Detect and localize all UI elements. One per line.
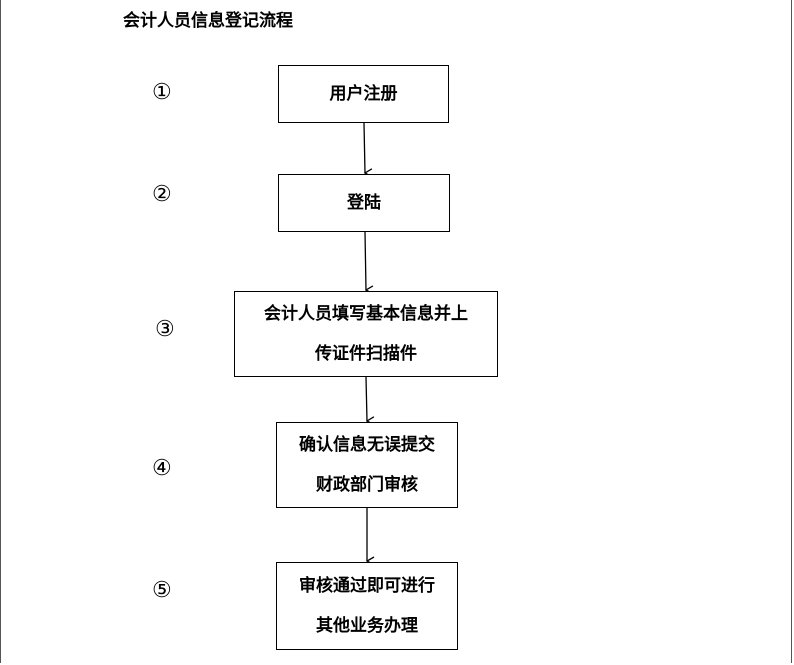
- step-3-line-1: 会计人员填写基本信息并上: [264, 304, 468, 324]
- step-number-1: ①: [152, 80, 172, 105]
- arrow-1-to-2: [363, 122, 365, 173]
- arrow-2-to-3: [364, 231, 366, 290]
- step-5-line-2: 其他业务办理: [316, 616, 418, 636]
- diagram-title: 会计人员信息登记流程: [123, 11, 293, 31]
- step-box-approved: 审核通过即可进行 其他业务办理: [276, 562, 458, 650]
- step-5-line-1: 审核通过即可进行: [299, 576, 435, 596]
- step-4-line-2: 财政部门审核: [316, 475, 418, 495]
- step-3-line-2: 传证件扫描件: [315, 344, 417, 364]
- step-2-line-1: 登陆: [347, 193, 381, 213]
- arrow-3-to-4: [365, 376, 367, 421]
- step-number-3: ③: [155, 317, 175, 342]
- step-box-login: 登陆: [278, 174, 450, 232]
- step-box-submit-review: 确认信息无误提交 财政部门审核: [276, 422, 458, 508]
- step-number-2: ②: [152, 182, 172, 207]
- step-box-fill-info: 会计人员填写基本信息并上 传证件扫描件: [234, 291, 498, 377]
- step-4-line-1: 确认信息无误提交: [299, 435, 435, 455]
- step-1-line-1: 用户注册: [329, 84, 398, 104]
- step-number-4: ④: [152, 456, 172, 481]
- step-number-5: ⑤: [152, 578, 172, 603]
- step-box-register: 用户注册: [278, 65, 449, 123]
